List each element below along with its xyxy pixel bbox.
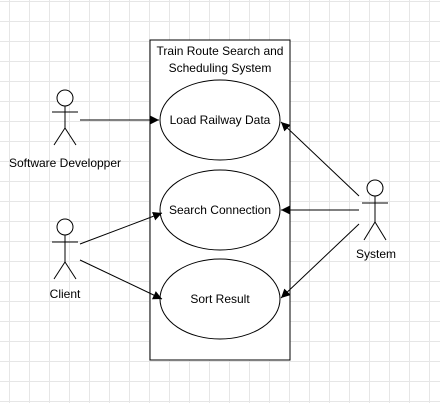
use-case-sort-result-label: Sort Result [190,292,250,306]
system-boundary-title-line1: Train Route Search and [157,44,284,58]
use-case-load-railway-data-label: Load Railway Data [170,113,271,127]
association-client-search[interactable] [79,211,163,245]
system-boundary-title-line2: Scheduling System [169,61,272,75]
actor-software-developer[interactable] [52,89,78,146]
use-case-load-railway-data[interactable]: Load Railway Data [159,79,281,161]
use-case-sort-result[interactable]: Sort Result [159,258,281,340]
association-client-sort[interactable] [79,259,163,300]
actor-system-label: System [356,247,396,261]
actor-client-head [56,218,74,236]
actor-client[interactable] [52,218,78,280]
actor-system-head [366,179,384,197]
association-system-sort[interactable] [280,223,360,299]
actor-software-developer-head [56,89,74,107]
use-case-search-connection-label: Search Connection [169,203,271,217]
association-system-load[interactable] [280,121,360,197]
actor-system[interactable] [362,179,388,241]
actor-client-label: Client [50,287,81,301]
use-case-search-connection[interactable]: Search Connection [159,169,281,251]
actor-software-developer-label: Software Developper [9,156,121,170]
